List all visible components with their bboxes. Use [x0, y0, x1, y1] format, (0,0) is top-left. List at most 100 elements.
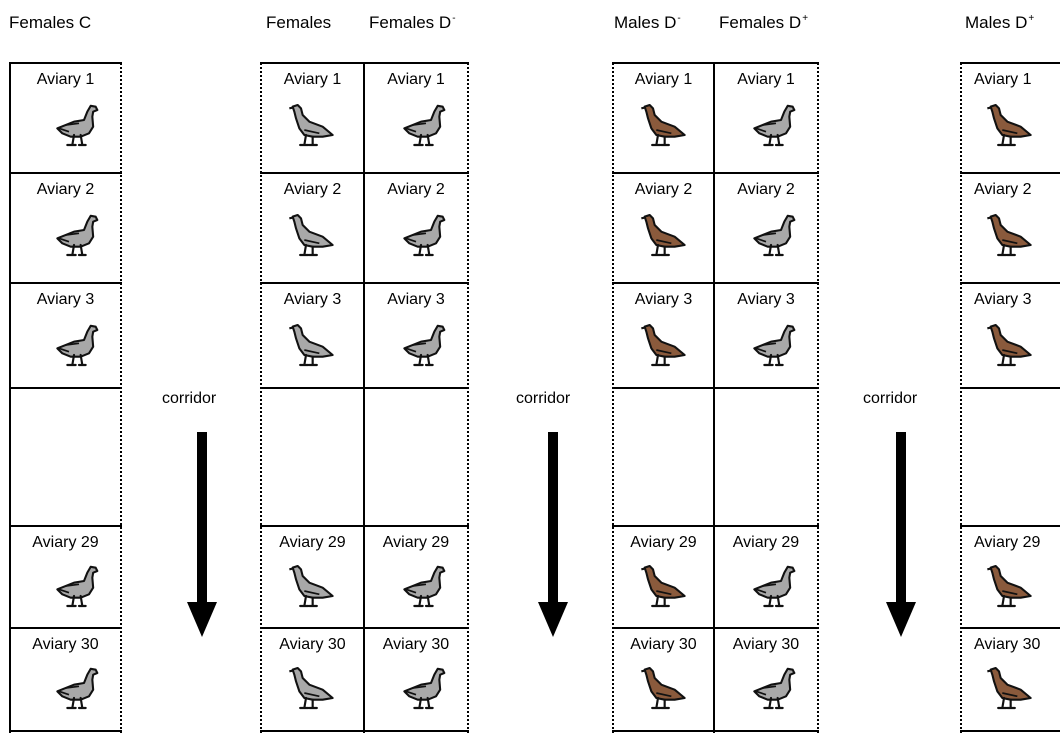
crouched-bird-icon: [984, 103, 1034, 152]
aviary-label: Aviary 1: [387, 71, 445, 88]
aviary-cell: Aviary 3: [11, 283, 120, 393]
aviary-divider: [363, 525, 469, 527]
aviary-divider: [713, 525, 819, 527]
upright-bird-icon: [401, 666, 451, 715]
aviary-label: Aviary 29: [279, 534, 346, 551]
crouched-bird-icon: [286, 564, 336, 613]
aviary-label: Aviary 1: [36, 71, 95, 88]
aviary-cell: Aviary 3: [262, 283, 363, 393]
upright-bird-icon: [751, 213, 801, 262]
corridor-label-2: corridor: [516, 390, 571, 407]
down-arrow-icon: [886, 432, 916, 637]
aviary-divider: [9, 525, 122, 527]
aviary-cell: Aviary 3: [614, 283, 713, 393]
aviary-label: Aviary 1: [283, 71, 342, 88]
aviary-divider: [260, 172, 365, 174]
upright-bird-icon: [751, 666, 801, 715]
header-females-d-plus-text: Females D: [719, 13, 802, 32]
header-males-d-plus-text: Males D: [965, 13, 1028, 32]
aviary-divider: [612, 730, 715, 732]
column-females-d-minus: Aviary 1 Aviary 2 Aviary 3 Aviary 29 Aviary …: [363, 62, 469, 733]
aviary-cell: Aviary 30: [962, 628, 1060, 728]
aviary-cell: Aviary 3: [715, 283, 817, 393]
aviary-divider: [363, 627, 469, 629]
aviary-divider: [260, 387, 365, 389]
aviary-divider: [612, 282, 715, 284]
aviary-divider: [260, 525, 365, 527]
aviary-divider: [960, 387, 1060, 389]
aviary-label: Aviary 3: [974, 291, 1032, 308]
aviary-divider: [713, 62, 819, 64]
aviary-divider: [713, 387, 819, 389]
aviary-label: Aviary 1: [634, 71, 693, 88]
aviary-cell: Aviary 1: [11, 63, 120, 173]
aviary-label: Aviary 3: [634, 291, 693, 308]
aviary-label: Aviary 30: [732, 636, 800, 653]
aviary-divider: [363, 172, 469, 174]
aviary-cell: Aviary 2: [715, 173, 817, 283]
crouched-bird-icon: [984, 666, 1034, 715]
crouched-bird-icon: [286, 666, 336, 715]
upright-bird-icon: [401, 323, 451, 372]
upright-bird-icon: [54, 564, 104, 613]
aviary-cell: Aviary 3: [365, 283, 467, 393]
aviary-label: Aviary 29: [630, 534, 697, 551]
header-males-d-plus: Males D+: [965, 13, 1034, 33]
aviary-divider: [9, 172, 122, 174]
aviary-cell: Aviary 2: [614, 173, 713, 283]
upright-bird-icon: [54, 213, 104, 262]
aviary-label: Aviary 3: [387, 291, 445, 308]
aviary-divider: [612, 525, 715, 527]
aviary-label: Aviary 2: [36, 181, 95, 198]
aviary-cell: Aviary 30: [11, 628, 120, 728]
aviary-cell: Aviary 2: [11, 173, 120, 283]
aviary-label: Aviary 2: [387, 181, 445, 198]
header-females: Females: [266, 13, 331, 33]
aviary-label: Aviary 2: [634, 181, 693, 198]
header-females-d-plus-sup: +: [802, 13, 809, 24]
down-arrow-icon: [538, 432, 568, 637]
crouched-bird-icon: [286, 103, 336, 152]
aviary-cell: Aviary 30: [715, 628, 817, 728]
aviary-divider: [363, 387, 469, 389]
aviary-label: Aviary 29: [382, 534, 450, 551]
header-females-c-text: Females C: [9, 13, 92, 32]
aviary-label: Aviary 29: [732, 534, 800, 551]
aviary-label: Aviary 29: [32, 534, 99, 551]
header-females-d-minus-text: Females D: [369, 13, 452, 32]
aviary-label: Aviary 1: [737, 71, 795, 88]
corridor-label-3: corridor: [863, 390, 918, 407]
header-females-c: Females C: [9, 13, 91, 33]
aviary-cell: Aviary 2: [365, 173, 467, 283]
upright-bird-icon: [401, 564, 451, 613]
aviary-divider: [960, 730, 1060, 732]
corridor-label-1: corridor: [162, 390, 217, 407]
aviary-divider: [260, 730, 365, 732]
crouched-bird-icon: [638, 564, 688, 613]
aviary-cell: Aviary 29: [715, 526, 817, 626]
aviary-cell: Aviary 1: [614, 63, 713, 173]
column-males-d-minus: Aviary 1 Aviary 2 Aviary 3 Aviary 29 Aviary …: [612, 62, 715, 733]
upright-bird-icon: [401, 213, 451, 262]
aviary-divider: [260, 282, 365, 284]
aviary-label: Aviary 30: [382, 636, 450, 653]
aviary-divider: [9, 730, 122, 732]
aviary-divider: [363, 282, 469, 284]
aviary-label: Aviary 29: [974, 534, 1041, 551]
aviary-label: Aviary 3: [36, 291, 95, 308]
crouched-bird-icon: [638, 103, 688, 152]
aviary-label: Aviary 2: [974, 181, 1032, 198]
aviary-cell: Aviary 30: [614, 628, 713, 728]
aviary-divider: [612, 387, 715, 389]
header-males-d-minus-text: Males D: [614, 13, 677, 32]
aviary-cell: Aviary 2: [962, 173, 1060, 283]
aviary-label: Aviary 30: [974, 636, 1041, 653]
crouched-bird-icon: [984, 323, 1034, 372]
aviary-divider: [960, 525, 1060, 527]
aviary-divider: [9, 627, 122, 629]
aviary-label: Aviary 1: [974, 71, 1032, 88]
upright-bird-icon: [54, 103, 104, 152]
aviary-label: Aviary 3: [737, 291, 795, 308]
aviary-label: Aviary 2: [283, 181, 342, 198]
